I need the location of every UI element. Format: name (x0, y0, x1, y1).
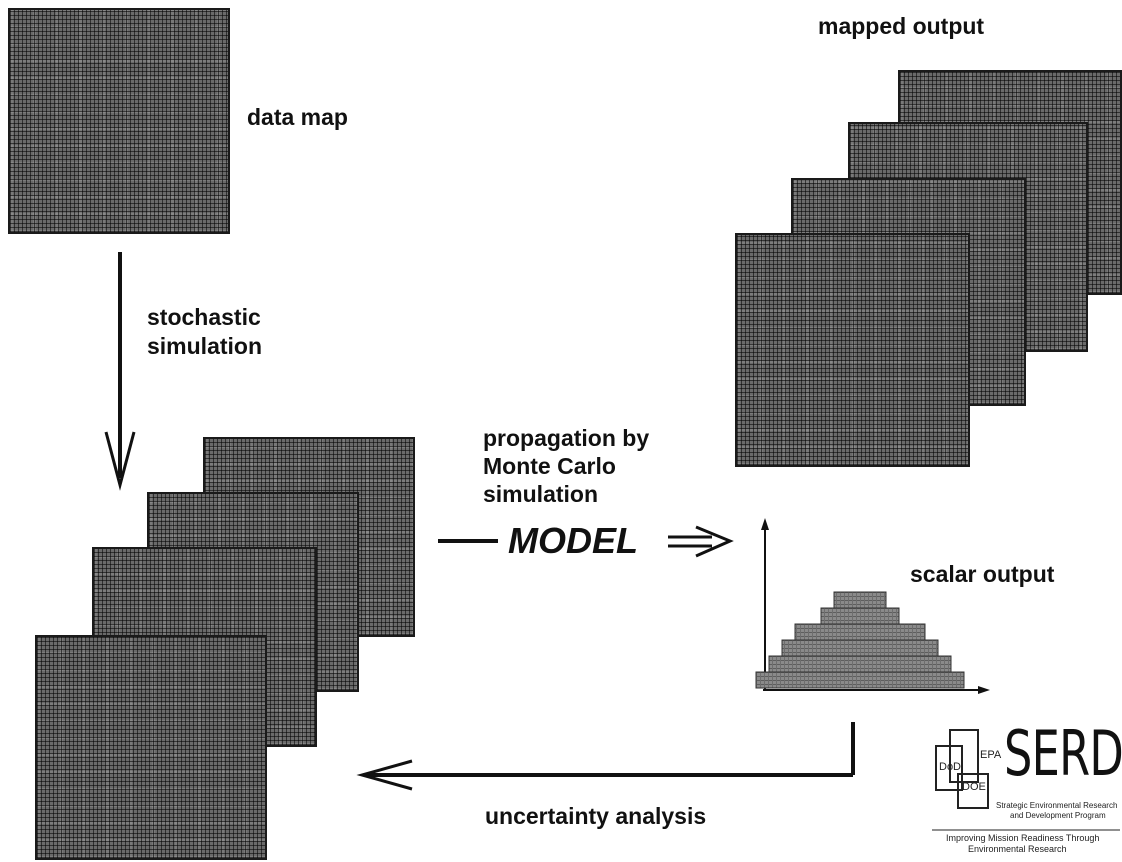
stochastic-label-line2: simulation (147, 333, 263, 359)
output-map-1 (735, 233, 970, 467)
logo-subtitle-line1: Strategic Environmental Research (996, 801, 1118, 810)
scalar-output-label: scalar output (910, 561, 1055, 587)
histogram-bar (794, 623, 926, 641)
histogram-bars (755, 591, 965, 689)
histogram-bar (833, 591, 887, 609)
stochastic-arrow (104, 252, 136, 491)
data-map-label: data map (247, 104, 348, 130)
histogram-bar (768, 655, 952, 673)
histogram-axes (761, 518, 990, 694)
data-map-grid (8, 8, 230, 234)
model-label: MODEL (508, 520, 638, 561)
serdp-logo: DoD EPA DOE SERDP Strategic Environmenta… (928, 720, 1122, 860)
model-arrow (438, 525, 734, 558)
serdp-logo-frame (932, 729, 1120, 831)
logo-subtitle-line2: and Development Program (1010, 811, 1106, 820)
realization-map-1 (35, 635, 267, 860)
logo-tagline-line2: Environmental Research (968, 844, 1067, 854)
logo-tagline-line1: Improving Mission Readiness Through (946, 833, 1100, 843)
logo-title: SERDP (1004, 717, 1122, 790)
uncertainty-arrow (356, 722, 855, 791)
stochastic-label-line1: stochastic (147, 304, 261, 330)
histogram-bar (755, 671, 965, 689)
propagation-label-line2: Monte Carlo (483, 453, 616, 479)
histogram-bar (781, 639, 939, 657)
logo-doe: DOE (962, 781, 986, 793)
propagation-label-line1: propagation by (483, 425, 650, 451)
logo-dod: DoD (939, 761, 962, 773)
histogram-bar (820, 607, 900, 625)
logo-epa: EPA (980, 749, 1002, 761)
mapped-output-label: mapped output (818, 13, 985, 39)
propagation-label-line3: simulation (483, 481, 599, 507)
uncertainty-analysis-label: uncertainty analysis (485, 803, 707, 829)
